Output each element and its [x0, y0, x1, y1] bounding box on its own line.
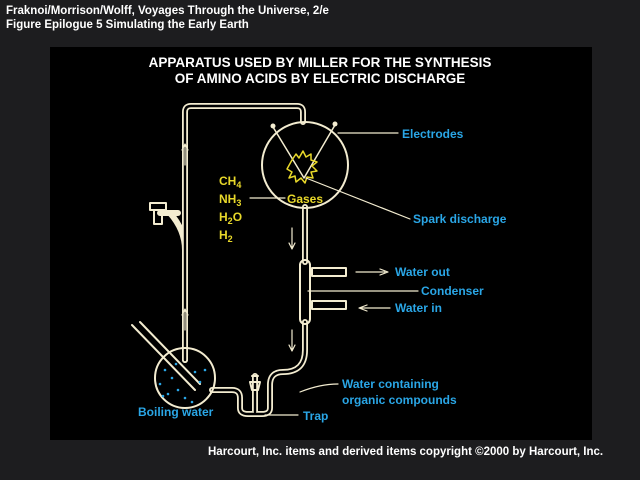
label-water-out: Water out — [395, 265, 450, 279]
header-citation: Fraknoi/Morrison/Wolff, Voyages Through … — [6, 5, 329, 17]
formula-base: CH — [219, 174, 237, 188]
label-boiling-water: Boiling water — [138, 405, 214, 419]
label-gases: Gases — [287, 192, 324, 206]
formula-base: H — [219, 210, 228, 224]
label-trap: Trap — [303, 409, 329, 423]
gas-formula: CH4 — [219, 174, 242, 192]
label-water-in: Water in — [395, 301, 442, 315]
label-condenser: Condenser — [421, 284, 484, 298]
label-spark-discharge: Spark discharge — [413, 212, 507, 226]
gas-formula-list: CH4 NH3 H2O H2 — [219, 174, 242, 246]
formula-base: NH — [219, 192, 237, 206]
label-water-containing-1: Water containing — [342, 377, 439, 391]
gas-formula: H2 — [219, 228, 242, 246]
formula-sub: 3 — [236, 198, 242, 208]
diagram-panel — [50, 47, 592, 440]
label-water-containing-2: organic compounds — [342, 393, 457, 407]
header-figure: Figure Epilogue 5 Simulating the Early E… — [6, 19, 249, 31]
diagram-title-1: APPARATUS USED BY MILLER FOR THE SYNTHES… — [148, 55, 492, 70]
gas-formula: NH3 — [219, 192, 242, 210]
diagram-title-2: OF AMINO ACIDS BY ELECTRIC DISCHARGE — [174, 71, 466, 86]
label-electrodes: Electrodes — [402, 127, 464, 141]
gas-formula: H2O — [219, 210, 242, 228]
formula-sub: 2 — [227, 216, 233, 226]
copyright-notice: Harcourt, Inc. items and derived items c… — [208, 446, 604, 458]
formula-sub: 4 — [236, 180, 242, 190]
formula-sub: 2 — [227, 234, 233, 244]
formula-base: H — [219, 228, 228, 242]
formula-tail: O — [232, 210, 243, 224]
